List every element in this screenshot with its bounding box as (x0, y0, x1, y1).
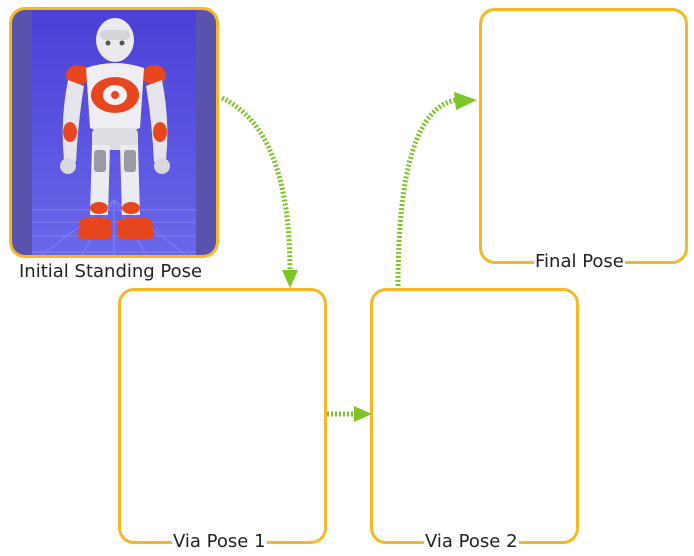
arrow-via2-to-final (395, 97, 457, 287)
robot-image (12, 10, 216, 255)
arrowhead-via2-to-final (454, 92, 477, 110)
initial-pose-label: Initial Standing Pose (18, 261, 204, 282)
via-pose-2-label: Via Pose 2 (424, 531, 519, 552)
final-pose-box (479, 8, 688, 264)
final-pose-label: Final Pose (534, 251, 625, 272)
via-pose-2-box (370, 288, 579, 544)
via-pose-1-box (118, 288, 327, 544)
arrow-initial-to-via1 (220, 95, 293, 273)
arrowhead-initial-to-via1 (282, 270, 298, 288)
initial-pose-box (9, 7, 219, 258)
via-pose-1-label: Via Pose 1 (172, 531, 267, 552)
